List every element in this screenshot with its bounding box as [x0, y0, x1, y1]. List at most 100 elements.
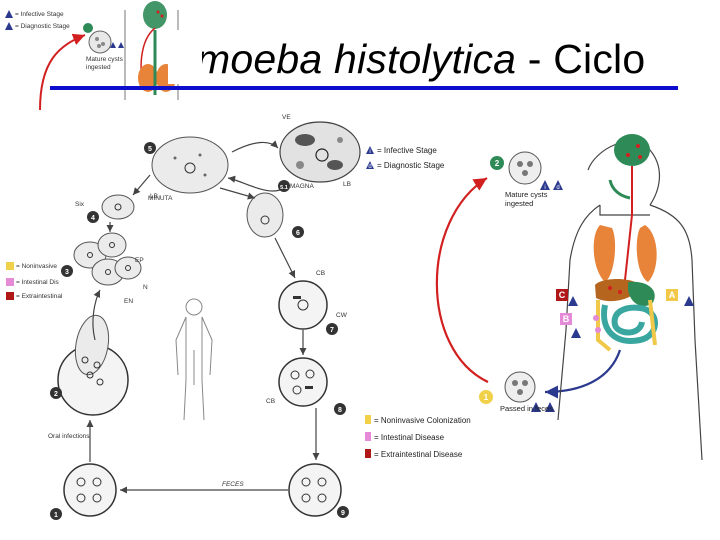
- label-en: EN: [124, 298, 134, 305]
- trophozoite-minuta: [151, 136, 229, 194]
- arrow-2-to-3: [92, 289, 101, 341]
- stage-badge-3: [61, 265, 73, 277]
- title-plain-part: Ciclo: [553, 36, 646, 82]
- precyst-cluster: [73, 232, 142, 286]
- legend-swatch-noninvasive: [365, 415, 371, 424]
- label-feces: FECES: [222, 481, 244, 488]
- legend-infective-stage: = Infective Stage: [377, 146, 437, 155]
- diagnostic-stage-legend-icon: [366, 161, 374, 169]
- marker-C-label: C: [559, 290, 566, 300]
- arrow-4-to-5: [132, 174, 151, 196]
- label-lb: LB: [343, 181, 351, 188]
- ingested-cyst-stage-1: [63, 463, 117, 517]
- thumb-legend-infective: = Infective Stage: [15, 11, 64, 18]
- stage-number-3: 3: [65, 269, 69, 276]
- stage-number-right-1: 1: [484, 393, 489, 402]
- label-passed-in-feces: Passed in feces: [500, 404, 553, 413]
- precyst-stage: [101, 194, 135, 220]
- stage-badge-5: [144, 142, 156, 154]
- small-intestine-icon: [601, 304, 658, 344]
- stage-badge-8: [334, 403, 346, 415]
- brain-icon: [614, 134, 650, 166]
- infective-stage-legend-icon: [366, 146, 374, 154]
- blood-vessel-icon: [624, 166, 633, 281]
- label-six: Six: [75, 201, 85, 208]
- thumb-lung-left-icon: [138, 64, 158, 92]
- mature-cyst-stage-9: [288, 463, 342, 517]
- stage-badge-6: [292, 226, 304, 238]
- svg-text:d: d: [368, 164, 371, 170]
- stage-number-2: 2: [54, 391, 58, 398]
- label-lb-left: LB: [150, 193, 158, 200]
- lung-right-icon: [636, 225, 657, 282]
- ingested-cyst-icon: [508, 151, 542, 185]
- stomach-icon: [628, 281, 655, 307]
- stage-badge-2: [50, 387, 62, 399]
- ingested-infective-marker: i: [544, 185, 545, 191]
- stage-badge-7: [326, 323, 338, 335]
- mature-cyst-stage-8: [278, 357, 328, 407]
- stage-number-6: 6: [296, 230, 300, 237]
- arrow-51-to-5: [227, 175, 281, 192]
- arrow-5-to-6: [219, 187, 256, 200]
- stage-number-51: 5.1: [280, 185, 288, 191]
- stage-number-5: 5: [148, 146, 152, 153]
- arrow-6-to-7: [274, 237, 296, 279]
- mini-legend-intestinal: = Intestinal Dis: [16, 279, 59, 286]
- lung-left-icon: [593, 225, 616, 282]
- marker-B-label: B: [563, 314, 570, 324]
- label-ep: EP: [135, 257, 144, 264]
- bottom-legend-extraintestinal: = Extraintestinal Disease: [374, 450, 463, 459]
- stage-badge-1: [50, 508, 62, 520]
- marker-C-extraintestinal: [556, 289, 568, 301]
- passed-in-feces-arrow: [544, 349, 622, 399]
- bottom-legend-intestinal: = Intestinal Disease: [374, 433, 445, 442]
- label-minuta: MINUTA: [148, 195, 173, 202]
- label-mature-cysts-ingested: Mature cysts ingested: [505, 190, 548, 208]
- svg-text:i: i: [369, 149, 370, 155]
- legend-swatch-extraintestinal: [365, 449, 371, 458]
- title-underline-front: [50, 86, 678, 90]
- passed-cyst-icon: [504, 371, 536, 403]
- stage-number-right-2: 2: [495, 159, 500, 168]
- trophozoite-magna: [279, 121, 361, 183]
- label-oral-infections: Oral infections: [48, 433, 90, 440]
- stage-badge-4: [87, 211, 99, 223]
- bottom-legend-noninvasive: = Noninvasive Colonization: [374, 416, 471, 425]
- stage-number-7: 7: [330, 327, 334, 334]
- label-cb: CB: [316, 270, 326, 277]
- marker-A-noninvasive: [666, 289, 678, 301]
- thumb-stage-1-icon: [83, 23, 93, 33]
- mini-legend-noninvasive: = Noninvasive: [16, 263, 58, 270]
- label-magna: MAGNA: [290, 183, 314, 190]
- title-italic-part: moeba histolytica: [196, 36, 517, 82]
- red-cycle-arrow-left: [435, 177, 489, 383]
- mini-legend-extraintestinal: = Extraintestinal: [16, 293, 63, 300]
- thumb-caption: Mature cysts ingested: [86, 56, 123, 71]
- title-mask: [168, 30, 202, 84]
- thumb-ingestion-arrow: [39, 33, 86, 111]
- stage-badge-9: [337, 506, 349, 518]
- ingested-diagnostic-marker: d: [556, 185, 559, 191]
- label-cw: CW: [336, 312, 347, 319]
- thumbnail-cycle: [5, 1, 179, 111]
- stage-number-1: 1: [54, 512, 58, 519]
- legend-swatch-intestinal: [365, 432, 371, 441]
- marker-B-intestinal: [560, 313, 572, 325]
- infective-stage-icon: [5, 10, 13, 18]
- human-figure-icon: [175, 298, 213, 421]
- stage-number-4: 4: [91, 215, 95, 222]
- stage-number-9: 9: [341, 510, 345, 517]
- arrow-5-to-51: [231, 140, 279, 153]
- slide-title: moeba histolytica - Ciclo: [196, 36, 645, 83]
- human-body-outline: [557, 141, 703, 461]
- early-cyst: [278, 280, 328, 330]
- label-cb-2: CB: [266, 398, 276, 405]
- marker-A-label: A: [669, 290, 676, 300]
- thumb-legend-diagnostic: = Diagnostic Stage: [15, 23, 70, 30]
- stage-badge-right-2: [490, 156, 504, 170]
- trophozoite-stage-6: [246, 192, 284, 238]
- stage-badge-right-1: [479, 390, 493, 404]
- label-ve: VE: [282, 114, 291, 121]
